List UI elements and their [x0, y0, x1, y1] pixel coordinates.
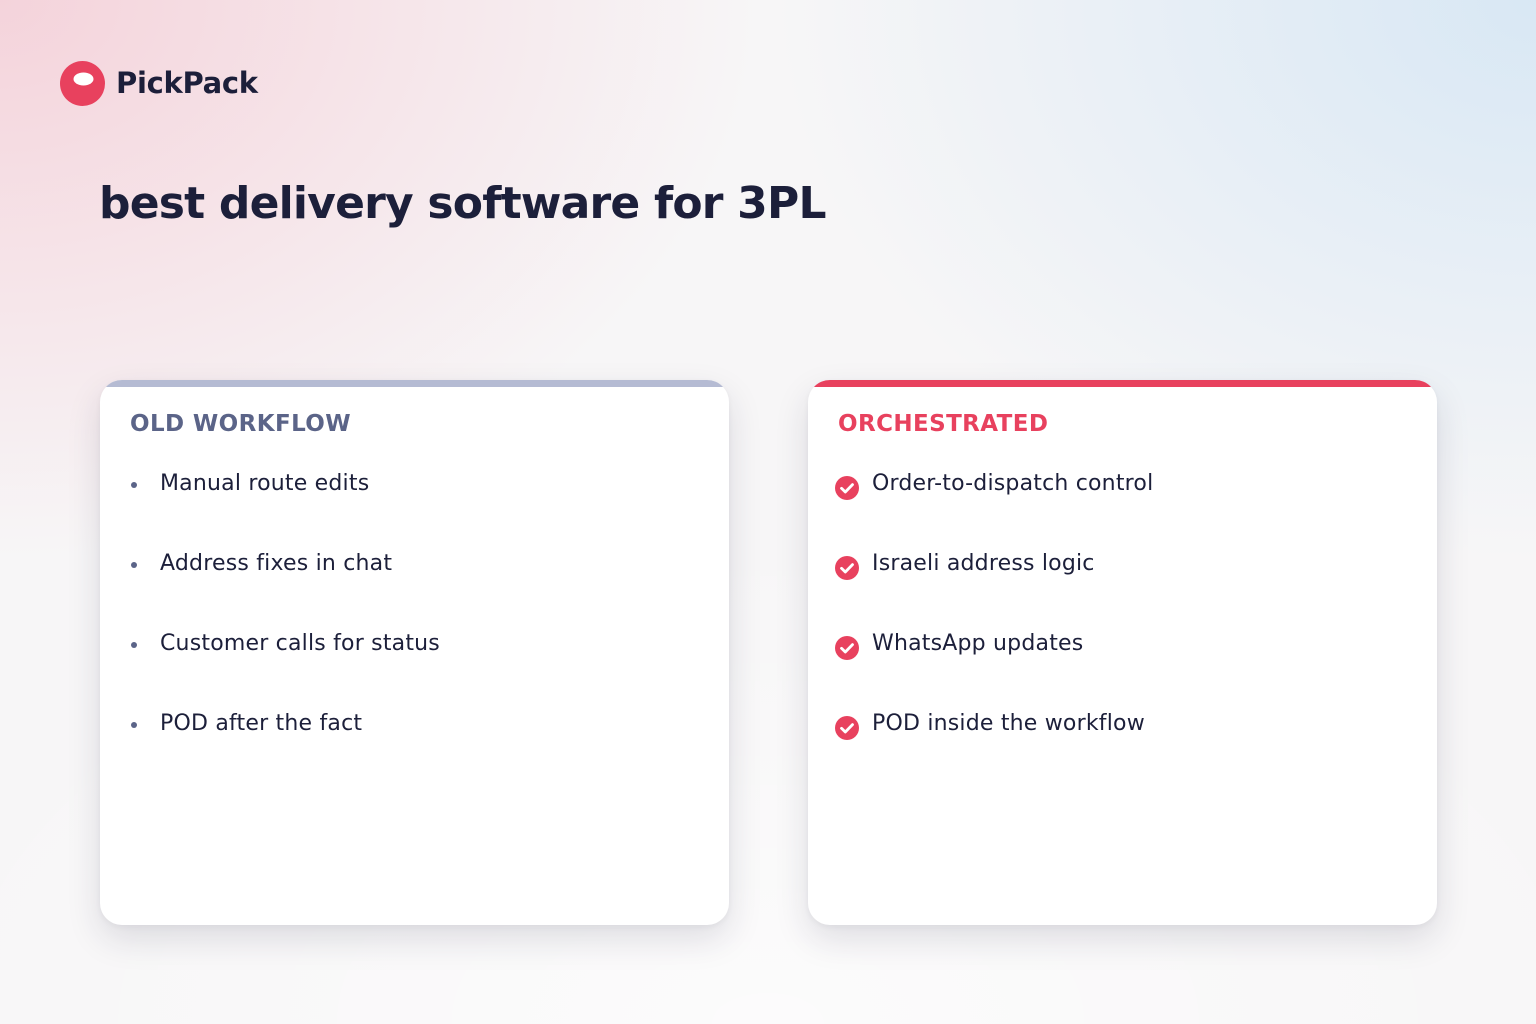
list-item-text: Israeli address logic	[872, 551, 1095, 576]
list-item-text: Order-to-dispatch control	[872, 471, 1154, 496]
orchestrated-card: ORCHESTRATED Order-to-dispatch control I…	[808, 380, 1437, 925]
list-item-text: POD inside the workflow	[872, 711, 1145, 736]
check-circle-icon	[835, 636, 859, 660]
bullet-dot-icon	[131, 482, 137, 488]
old-workflow-card: OLD WORKFLOW Manual route edits Address …	[100, 380, 729, 925]
check-circle-icon	[835, 716, 859, 740]
card-heading: OLD WORKFLOW	[130, 411, 352, 437]
check-circle-icon	[835, 476, 859, 500]
bullet-dot-icon	[131, 722, 137, 728]
pickpack-logo-icon	[60, 60, 105, 106]
list-item-text: Manual route edits	[160, 471, 370, 496]
check-circle-icon	[835, 556, 859, 580]
list-item-text: WhatsApp updates	[872, 631, 1084, 656]
card-heading: ORCHESTRATED	[838, 411, 1049, 437]
card-accent-bar	[808, 380, 1437, 387]
brand-logo: PickPack	[60, 60, 258, 106]
bullet-dot-icon	[131, 642, 137, 648]
list-item-text: Address fixes in chat	[160, 551, 393, 576]
card-accent-bar	[100, 380, 729, 387]
list-item-text: Customer calls for status	[160, 631, 440, 656]
list-item-text: POD after the fact	[160, 711, 363, 736]
brand-name: PickPack	[116, 66, 258, 100]
bullet-dot-icon	[131, 562, 137, 568]
page-title: best delivery software for 3PL	[99, 178, 826, 229]
